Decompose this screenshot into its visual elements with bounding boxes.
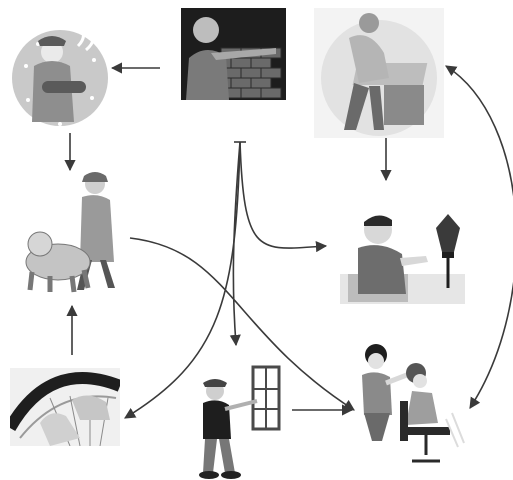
bricklayer-illustration [181, 8, 286, 100]
hairdresser-illustration [356, 343, 466, 465]
lamp-repair-illustration [340, 204, 465, 304]
window-fitter-illustration [195, 365, 287, 480]
arrow-center-to-electrician [240, 142, 326, 248]
dog-walker-illustration [22, 172, 132, 294]
bicycle-wheel-repair-illustration [10, 368, 120, 446]
carpenter-illustration [314, 8, 444, 138]
baker-illustration [8, 26, 112, 130]
